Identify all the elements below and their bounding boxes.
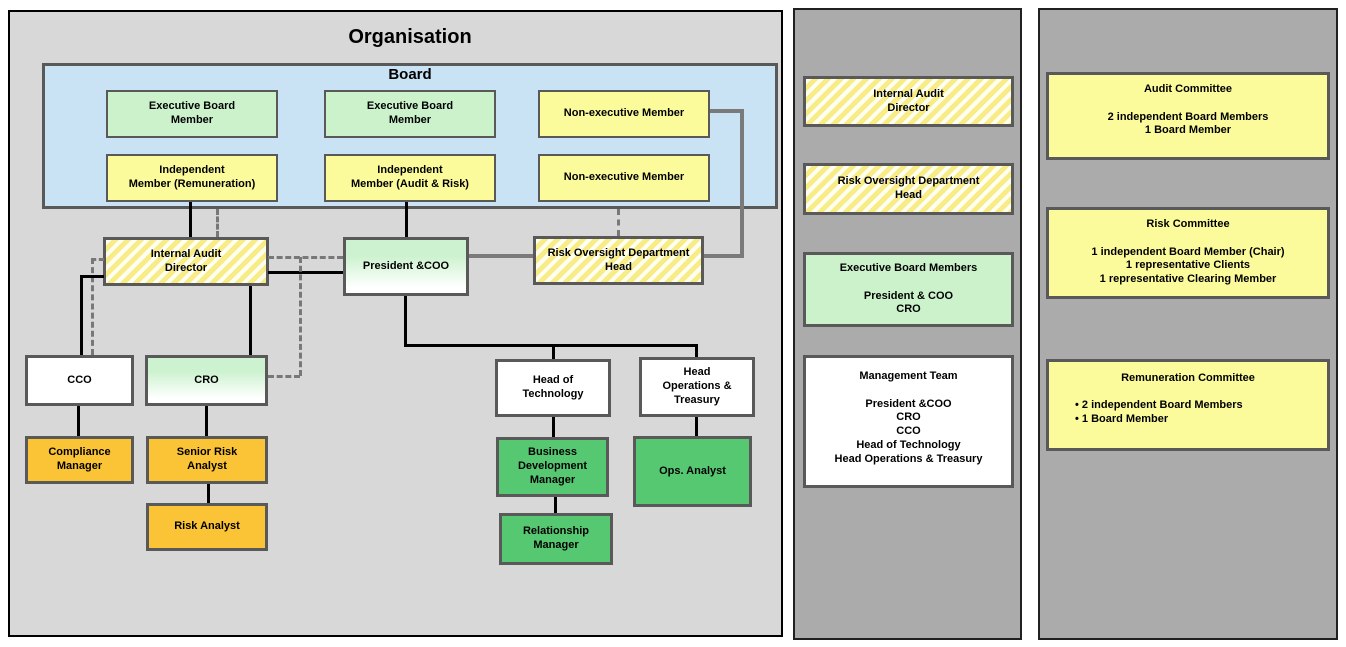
- box-internal-audit-director: Internal Audit Director: [103, 237, 269, 286]
- box-non-executive-member-2: Non-executive Member: [538, 154, 710, 202]
- connector-senior-risk-to-risk-analyst: [207, 484, 210, 503]
- connector-iad-cco-solid-horizontal: [80, 275, 104, 278]
- box-executive-board-member-1: Executive Board Member: [106, 90, 278, 138]
- connector-iad-cco-dashed-vertical: [91, 258, 94, 355]
- page-title: Organisation: [348, 26, 472, 48]
- connector-tech-to-bdm: [552, 417, 555, 437]
- box-independent-member-remuneration: Independent Member (Remuneration): [106, 154, 278, 202]
- legend-risk-oversight-head: Risk Oversight Department Head: [803, 163, 1014, 215]
- box-independent-member-audit-risk: Independent Member (Audit & Risk): [324, 154, 496, 202]
- connector-board-to-iad-dashed: [216, 209, 219, 237]
- box-ops-analyst: Ops. Analyst: [633, 436, 752, 507]
- box-cro: CRO: [145, 355, 268, 406]
- legend-executive-board-members: Executive Board Members President & COO …: [803, 252, 1014, 327]
- committee-remuneration-members: • 2 independent Board Members • 1 Board …: [1075, 398, 1243, 425]
- legend-management-team: Management Team President &COO CRO CCO H…: [803, 355, 1014, 488]
- connector-iad-cro-dashed-vertical: [299, 257, 302, 376]
- committee-audit: Audit Committee 2 independent Board Memb…: [1046, 72, 1330, 160]
- connector-iad-president-dashed: [268, 256, 343, 259]
- board-label: Board: [388, 66, 432, 83]
- box-relationship-manager: Relationship Manager: [499, 513, 613, 565]
- connector-nonexec-elbow-side: [740, 109, 744, 258]
- connector-iad-cco-dashed-horizontal: [91, 258, 104, 261]
- box-risk-oversight-department-head: Risk Oversight Department Head: [533, 236, 704, 285]
- connector-branch-to-head-operations: [695, 346, 698, 358]
- connector-president-down: [404, 296, 407, 346]
- connector-cco-to-compliance: [77, 406, 80, 436]
- committee-remuneration-title: Remuneration Committee: [1121, 372, 1255, 384]
- connector-president-branch-horizontal: [404, 344, 698, 347]
- connector-ops-head-to-ops-analyst: [695, 417, 698, 436]
- connector-president-to-risk-oversight: [469, 254, 533, 258]
- connector-iad-to-cro: [249, 286, 252, 355]
- box-compliance-manager: Compliance Manager: [25, 436, 134, 484]
- connector-branch-to-head-technology: [552, 346, 555, 360]
- box-executive-board-member-2: Executive Board Member: [324, 90, 496, 138]
- box-head-of-technology: Head of Technology: [495, 359, 611, 417]
- connector-nonexec-elbow-top: [710, 109, 744, 113]
- box-risk-analyst: Risk Analyst: [146, 503, 268, 551]
- connector-remuneration-to-iad: [189, 202, 192, 237]
- box-business-development-manager: Business Development Manager: [496, 437, 609, 497]
- committee-remuneration: Remuneration Committee • 2 independent B…: [1046, 359, 1330, 451]
- connector-iad-cro-dashed-horizontal: [268, 375, 300, 378]
- connector-nonexec-to-risk-oversight-dashed: [617, 209, 620, 236]
- box-president-coo: President &COO: [343, 237, 469, 296]
- box-senior-risk-analyst: Senior Risk Analyst: [146, 436, 268, 484]
- connector-bdm-to-relationship: [554, 497, 557, 513]
- connector-audit-risk-to-president: [405, 202, 408, 237]
- legend-internal-audit-director: Internal Audit Director: [803, 76, 1014, 127]
- connector-iad-president-solid: [268, 271, 343, 274]
- connector-iad-cco-solid-vertical: [80, 275, 83, 355]
- connector-nonexec-elbow-bottom: [704, 254, 744, 258]
- connector-cro-to-senior-risk: [205, 406, 208, 436]
- box-non-executive-member-1: Non-executive Member: [538, 90, 710, 138]
- box-cco: CCO: [25, 355, 134, 406]
- committee-risk: Risk Committee 1 independent Board Membe…: [1046, 207, 1330, 299]
- box-head-operations-treasury: Head Operations & Treasury: [639, 357, 755, 417]
